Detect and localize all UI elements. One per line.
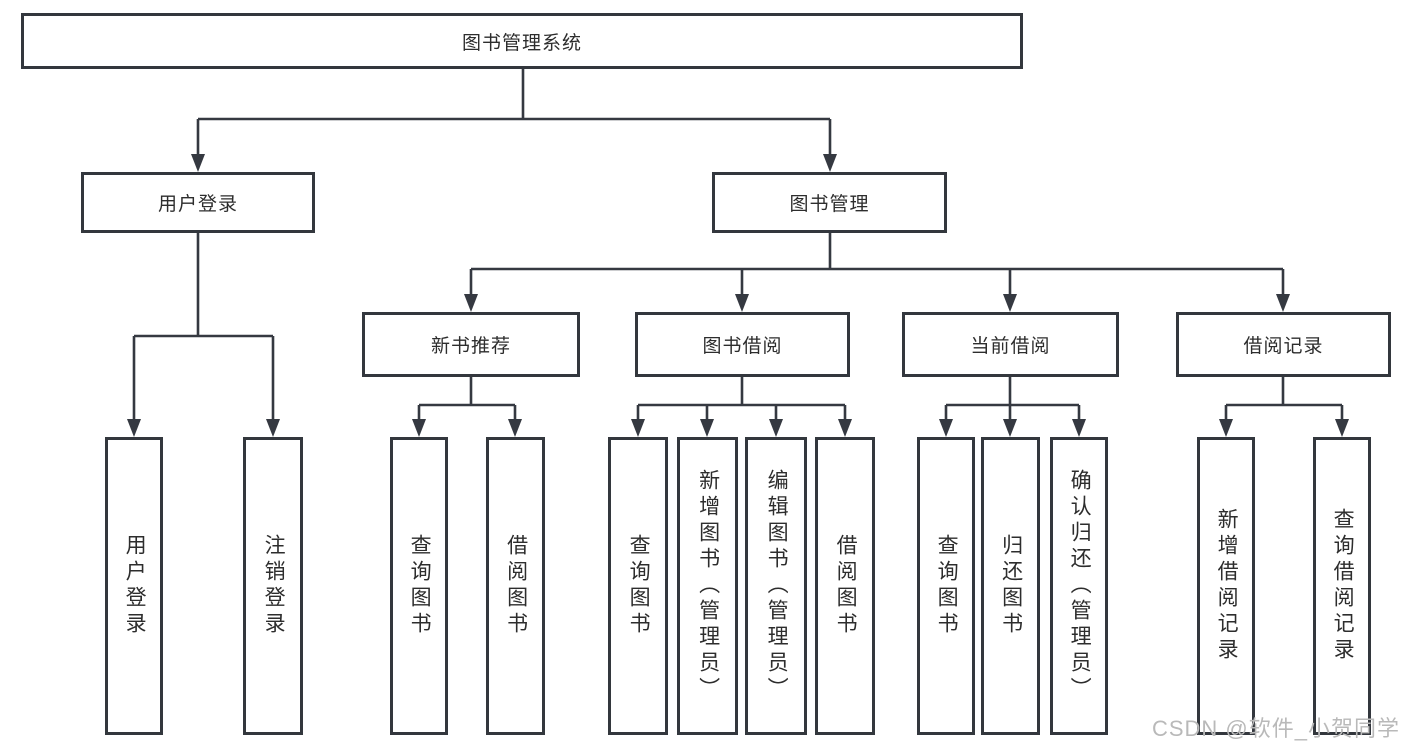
node-borrowing-records: 借阅记录 (1176, 312, 1391, 377)
leaf-query-books-borrowing: 查询图书 (608, 437, 668, 735)
node-label: 确认归还（管理员） (1068, 469, 1092, 703)
node-label: 编辑图书（管理员） (765, 469, 789, 703)
node-label: 查询图书 (935, 534, 959, 638)
leaf-logout: 注销登录 (243, 437, 303, 735)
node-label: 归还图书 (999, 534, 1023, 638)
node-book-borrowing: 图书借阅 (635, 312, 850, 377)
node-label: 查询借阅记录 (1331, 508, 1355, 664)
node-label: 查询图书 (408, 534, 432, 638)
node-label: 借阅图书 (834, 534, 858, 638)
node-book-management: 图书管理 (712, 172, 947, 233)
arrowhead-icons (127, 154, 1349, 437)
leaf-borrow-books-recommend: 借阅图书 (486, 437, 545, 735)
node-label: 当前借阅 (970, 336, 1051, 357)
node-label: 图书管理系统 (461, 32, 582, 54)
node-user-login: 用户登录 (81, 172, 315, 233)
node-label: 注销登录 (262, 534, 286, 638)
node-label: 新增图书（管理员） (696, 469, 720, 703)
node-label: 借阅图书 (504, 534, 528, 638)
leaf-add-book-admin: 新增图书（管理员） (677, 437, 738, 735)
node-label: 图书管理 (789, 194, 870, 215)
leaf-borrow-books-borrowing: 借阅图书 (815, 437, 875, 735)
leaf-add-borrow-record: 新增借阅记录 (1197, 437, 1255, 735)
node-label: 借阅记录 (1243, 336, 1324, 357)
node-current-borrowing: 当前借阅 (902, 312, 1119, 377)
leaf-query-books-recommend: 查询图书 (390, 437, 448, 735)
leaf-query-borrow-record: 查询借阅记录 (1313, 437, 1371, 735)
leaf-user-login: 用户登录 (105, 437, 163, 735)
leaf-query-books-current: 查询图书 (917, 437, 975, 735)
node-library-system: 图书管理系统 (21, 13, 1023, 69)
leaf-confirm-return-admin: 确认归还（管理员） (1050, 437, 1108, 735)
node-new-book-recommend: 新书推荐 (362, 312, 580, 377)
leaf-edit-book-admin: 编辑图书（管理员） (745, 437, 807, 735)
node-label: 图书借阅 (702, 336, 783, 357)
node-label: 新书推荐 (430, 336, 511, 357)
node-label: 查询图书 (627, 534, 651, 638)
leaf-return-books: 归还图书 (981, 437, 1040, 735)
node-label: 用户登录 (157, 194, 238, 215)
node-label: 用户登录 (123, 534, 147, 638)
csdn-watermark: CSDN @软件_小贺同学 (1151, 716, 1400, 741)
node-label: 新增借阅记录 (1215, 508, 1239, 664)
